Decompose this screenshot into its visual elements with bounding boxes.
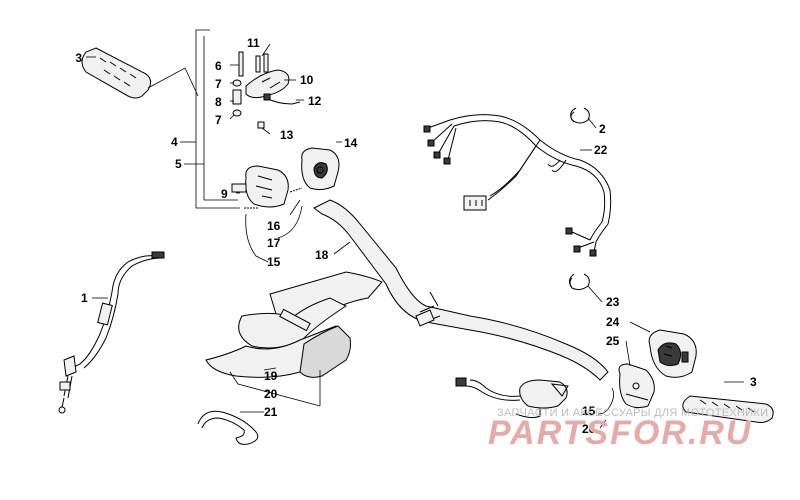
callout-25: 25 [606, 334, 620, 348]
callout-8: 8 [215, 95, 222, 109]
callout-19: 19 [264, 369, 278, 383]
callout-26: 26 [582, 422, 596, 436]
callout-7-upper: 7 [215, 77, 222, 91]
throttle-cable [58, 251, 165, 414]
callout-9: 9 [221, 187, 228, 201]
left-grip [81, 47, 152, 99]
callout-6: 6 [215, 59, 222, 73]
callout-10: 10 [300, 73, 314, 87]
callout-18: 18 [315, 248, 329, 262]
callout-7-lower: 7 [215, 113, 222, 127]
right-grip [682, 395, 774, 423]
right-switch-housing [618, 329, 697, 409]
wiring-harness [423, 114, 612, 257]
cable-tie-ring-upper [570, 107, 590, 124]
callout-12: 12 [308, 94, 322, 108]
callout-21: 21 [264, 405, 278, 419]
callout-14: 14 [344, 136, 358, 150]
sensor-bracket [455, 377, 569, 419]
callout-15-right: 15 [582, 404, 596, 418]
callout-1: 1 [81, 291, 88, 305]
callout-17: 17 [267, 236, 281, 250]
wire-clip [197, 410, 259, 445]
cable-tie-ring-lower [568, 273, 590, 291]
callout-20: 20 [264, 387, 278, 401]
callout-24: 24 [606, 315, 620, 329]
handlebar [313, 199, 609, 381]
callout-23: 23 [606, 295, 620, 309]
handlebar-pad [205, 271, 383, 378]
callout-22: 22 [594, 143, 608, 157]
watermark-brand: PARTSFOR.RU [488, 414, 753, 452]
callout-3-right: 3 [750, 375, 757, 389]
callout-16: 16 [267, 219, 281, 233]
callout-4: 4 [171, 135, 178, 149]
callout-11: 11 [247, 36, 260, 50]
callout-2: 2 [599, 122, 606, 136]
callout-13: 13 [280, 128, 294, 142]
callout-3-left: 3 [75, 51, 82, 65]
watermark-tagline: ЗАПЧАСТИ И АКСЕССУАРЫ ДЛЯ МОТОТЕХНИКИ [497, 407, 769, 419]
callout-15-left: 15 [267, 255, 281, 269]
callout-5: 5 [175, 157, 182, 171]
lever-cluster [231, 51, 340, 209]
